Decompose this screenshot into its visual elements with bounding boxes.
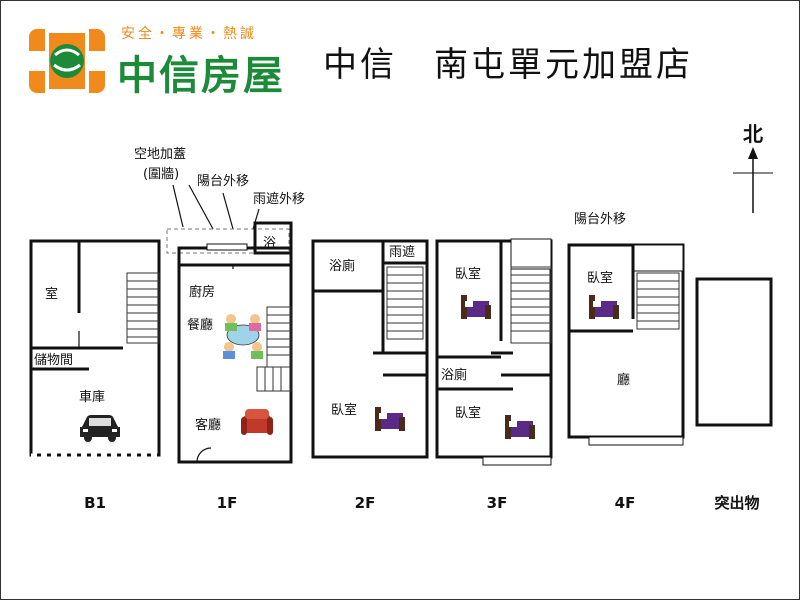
room-2f-canopy: 雨遮: [389, 244, 415, 260]
annotation-fence: (圍牆): [143, 167, 179, 182]
stairs-4f: [636, 272, 680, 330]
plan-2f: 浴廁 雨遮 臥室: [311, 239, 429, 459]
leader-lines: [172, 184, 260, 230]
bed-icon: [505, 415, 535, 439]
stairs-b1: [126, 272, 160, 344]
floor-label-3f: 3F: [487, 494, 508, 512]
room-4f-hall: 廳: [617, 372, 630, 388]
room-b1-storage: 儲物間: [34, 353, 73, 368]
floor-label-b1: B1: [84, 494, 106, 512]
floor-label-rooftop: 突出物: [714, 494, 759, 512]
room-b1-garage: 車庫: [79, 390, 105, 405]
logo-emblem-icon: [29, 29, 105, 93]
brand-logo: 安全・專業・熱誠 中信房屋: [23, 19, 313, 101]
plan-3f: 臥室 浴廁 臥室: [435, 238, 553, 466]
room-1f-dining: 餐廳: [187, 317, 213, 333]
floor-label-1f: 1F: [217, 494, 238, 512]
bed-icon: [375, 407, 405, 431]
annotation-balcony-4f: 陽台外移: [574, 212, 626, 227]
room-b1-room: 室: [45, 286, 58, 302]
room-3f-bedroom-top: 臥室: [455, 266, 481, 282]
stairs-2f: [386, 266, 424, 340]
sofa-icon: [241, 409, 273, 435]
north-label: 北: [743, 122, 763, 146]
north-arrow: 北: [733, 122, 773, 213]
plan-1f: 浴 廚房 餐廳 客廳: [166, 221, 293, 464]
room-1f-living: 客廳: [195, 417, 221, 433]
room-1f-bath: 浴: [263, 236, 276, 251]
annotation-canopy: 雨遮外移: [253, 191, 305, 207]
stairs-1f: [256, 306, 292, 392]
annotation-empty-lot: 空地加蓋: [134, 147, 186, 162]
plan-4f: 臥室 廳: [567, 243, 685, 446]
floor-label-2f: 2F: [355, 494, 376, 512]
bed-icon: [589, 295, 619, 319]
brand-slogan: 安全・專業・熱誠: [121, 26, 257, 42]
bed-icon: [461, 295, 491, 319]
room-3f-bedroom-bottom: 臥室: [455, 405, 481, 421]
room-2f-bath: 浴廁: [329, 258, 355, 274]
store-title: 中信 南屯單元加盟店: [323, 45, 693, 85]
plan-b1: 室 儲物間 車庫: [29, 239, 161, 457]
car-icon: [80, 415, 120, 442]
stairs-3f: [510, 266, 552, 344]
brand-name: 中信房屋: [117, 53, 285, 99]
floor-label-4f: 4F: [615, 494, 636, 512]
room-3f-bath: 浴廁: [441, 367, 467, 383]
dining-table-icon: [223, 314, 263, 359]
annotation-balcony-1f: 陽台外移: [197, 174, 249, 189]
room-4f-bedroom: 臥室: [587, 270, 613, 286]
plan-rooftop: [695, 277, 773, 427]
room-2f-bedroom: 臥室: [331, 402, 357, 418]
room-1f-kitchen: 廚房: [189, 284, 215, 300]
